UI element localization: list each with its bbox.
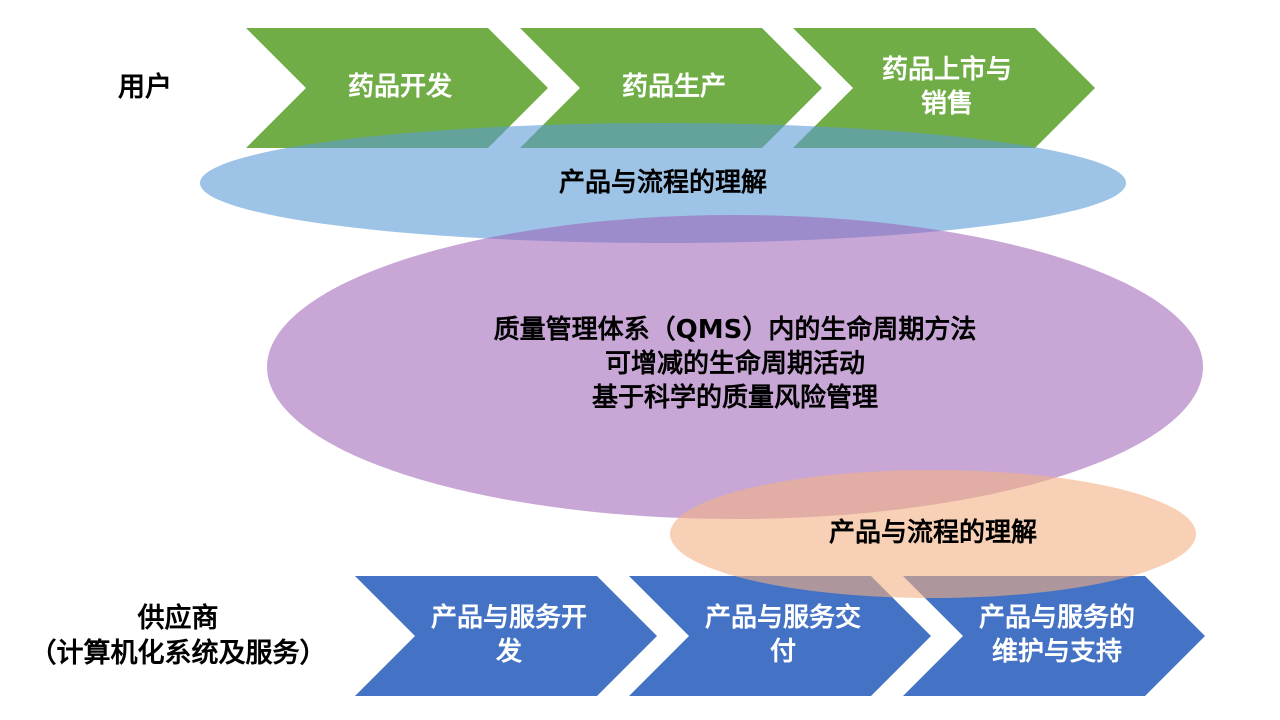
user-step-label-3: 药品上市与 销售 bbox=[853, 28, 1041, 148]
bottom-ellipse-text: 产品与流程的理解 bbox=[828, 518, 1037, 549]
bottom-understanding-ellipse bbox=[670, 470, 1196, 598]
user-step-2-line1: 药品生产 bbox=[621, 72, 726, 103]
supplier-step-label-3: 产品与服务的 维护与支持 bbox=[960, 576, 1154, 696]
bottom-ellipse-label: 产品与流程的理解 bbox=[733, 510, 1133, 558]
supplier-step-2-line1: 产品与服务交 bbox=[704, 603, 861, 634]
supplier-label-line2: （计算机化系统及服务） bbox=[29, 638, 327, 669]
supplier-step-chevron-2 bbox=[629, 576, 931, 696]
center-ellipse-line3: 基于科学的质量风险管理 bbox=[591, 382, 878, 413]
supplier-label-line1: 供应商 bbox=[137, 602, 219, 634]
user-step-3-line1: 药品上市与 bbox=[881, 55, 1012, 86]
supplier-step-3-line1: 产品与服务的 bbox=[978, 603, 1135, 634]
user-step-3-line2: 销售 bbox=[920, 89, 973, 119]
center-ellipse-label: 质量管理体系（QMS）内的生命周期方法 可增减的生命周期活动 基于科学的质量风险… bbox=[335, 300, 1135, 430]
supplier-step-label-1: 产品与服务开 发 bbox=[412, 576, 606, 696]
supplier-step-chevron-3 bbox=[903, 576, 1205, 696]
top-ellipse-label: 产品与流程的理解 bbox=[463, 160, 863, 208]
supplier-step-label-2: 产品与服务交 付 bbox=[686, 576, 880, 696]
center-ellipse-line1: 质量管理体系（QMS）内的生命周期方法 bbox=[493, 315, 977, 346]
supplier-label: 供应商 （计算机化系统及服务） bbox=[18, 592, 338, 680]
user-step-chevron-3 bbox=[793, 28, 1095, 148]
supplier-step-1-line1: 产品与服务开 bbox=[430, 603, 587, 634]
user-step-label-2: 药品生产 bbox=[580, 28, 768, 148]
supplier-step-2-line2: 付 bbox=[769, 637, 796, 667]
user-step-1-line1: 药品开发 bbox=[347, 72, 452, 103]
supplier-step-chevron-1 bbox=[355, 576, 657, 696]
top-ellipse-text: 产品与流程的理解 bbox=[558, 168, 767, 199]
qms-ellipse bbox=[267, 215, 1203, 519]
user-step-chevron-1 bbox=[246, 28, 548, 148]
supplier-step-1-line2: 发 bbox=[495, 637, 522, 667]
user-step-label-1: 药品开发 bbox=[306, 28, 494, 148]
user-step-chevron-2 bbox=[520, 28, 822, 148]
user-label-text: 用户 bbox=[118, 72, 172, 104]
top-understanding-ellipse bbox=[200, 123, 1126, 243]
user-label: 用户 bbox=[90, 60, 200, 116]
center-ellipse-line2: 可增减的生命周期活动 bbox=[604, 349, 865, 380]
supplier-step-3-line2: 维护与支持 bbox=[991, 637, 1122, 667]
